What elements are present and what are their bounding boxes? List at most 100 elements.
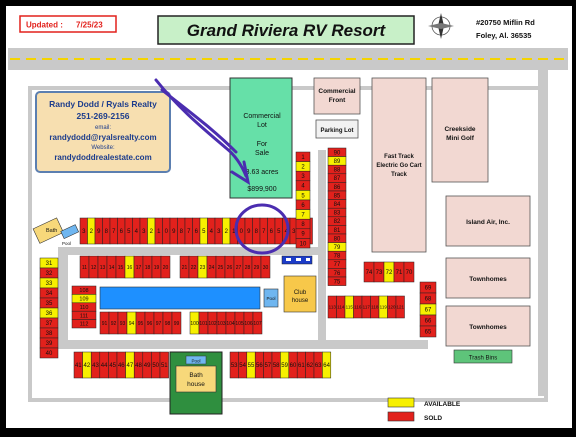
rv-lot-59[interactable]: 59	[280, 351, 290, 379]
rv-lot-4[interactable]: 4	[207, 217, 216, 245]
rv-lot-83[interactable]: 83	[327, 207, 347, 218]
lot-box[interactable]	[159, 351, 169, 379]
rv-lot-56[interactable]: 56	[254, 351, 264, 379]
rv-lot-2[interactable]: 2	[87, 217, 96, 245]
rv-lot-10[interactable]: 10	[295, 238, 311, 249]
rv-lot-1[interactable]: 1	[295, 151, 311, 162]
rv-lot-34[interactable]: 34	[39, 287, 59, 299]
rv-lot-5[interactable]: 5	[274, 217, 283, 245]
rv-lot-5[interactable]: 5	[199, 217, 208, 245]
rv-lot-97[interactable]: 97	[153, 311, 164, 335]
rv-lot-5[interactable]: 5	[295, 190, 311, 201]
rv-lot-70[interactable]: 70	[403, 261, 415, 283]
rv-lot-18[interactable]: 18	[142, 255, 153, 279]
lot-box[interactable]	[260, 255, 271, 279]
rv-lot-8[interactable]: 8	[177, 217, 186, 245]
rv-lot-2[interactable]: 2	[147, 217, 156, 245]
rv-lot-81[interactable]: 81	[327, 225, 347, 235]
rv-lot-35[interactable]: 35	[39, 297, 59, 309]
rv-lot-60[interactable]: 60	[288, 351, 298, 379]
rv-lot-117[interactable]: 117	[361, 295, 371, 319]
rv-lot-90[interactable]: 90	[327, 147, 347, 157]
rv-lot-49[interactable]: 49	[142, 351, 152, 379]
rv-lot-6[interactable]: 6	[295, 199, 311, 210]
rv-lot-112[interactable]: 112	[71, 319, 97, 329]
rv-lot-101[interactable]: 101	[198, 311, 209, 335]
rv-lot-24[interactable]: 24	[206, 255, 217, 279]
rv-lot-7[interactable]: 7	[109, 217, 118, 245]
rv-lot-109[interactable]: 109	[71, 294, 97, 304]
rv-lot-23[interactable]: 23	[197, 255, 208, 279]
rv-lot-3[interactable]: 3	[295, 170, 311, 182]
rv-lot-6[interactable]: 6	[267, 217, 276, 245]
rv-lot-89[interactable]: 89	[327, 156, 347, 166]
rv-lot-53[interactable]: 53	[229, 351, 239, 379]
rv-lot-54[interactable]: 54	[238, 351, 248, 379]
rv-lot-95[interactable]: 95	[135, 311, 146, 335]
lot-box[interactable]	[171, 311, 182, 335]
rv-lot-50[interactable]: 50	[151, 351, 161, 379]
rv-lot-14[interactable]: 14	[106, 255, 117, 279]
rv-lot-22[interactable]: 22	[188, 255, 199, 279]
rv-lot-1[interactable]: 1	[154, 217, 163, 245]
rv-lot-47[interactable]: 47	[125, 351, 135, 379]
rv-lot-8[interactable]: 8	[295, 218, 311, 230]
rv-lot-7[interactable]: 7	[184, 217, 193, 245]
rv-lot-116[interactable]: 116	[353, 295, 363, 319]
rv-lot-86[interactable]: 86	[327, 182, 347, 192]
rv-lot-46[interactable]: 46	[116, 351, 126, 379]
rv-lot-55[interactable]: 55	[246, 351, 256, 379]
rv-lot-62[interactable]: 62	[305, 351, 315, 379]
rv-lot-51[interactable]: 51	[159, 351, 169, 379]
rv-lot-4[interactable]: 4	[295, 180, 311, 191]
rv-lot-114[interactable]: 114	[336, 295, 346, 319]
rv-lot-26[interactable]: 26	[224, 255, 235, 279]
rv-lot-16[interactable]: 16	[124, 255, 135, 279]
rv-lot-21[interactable]: 21	[179, 255, 190, 279]
rv-lot-48[interactable]: 48	[133, 351, 144, 379]
rv-lot-99[interactable]: 99	[171, 311, 182, 335]
rv-lot-44[interactable]: 44	[99, 351, 109, 379]
rv-lot-25[interactable]: 25	[215, 255, 226, 279]
rv-lot-6[interactable]: 6	[192, 217, 201, 245]
rv-lot-33[interactable]: 33	[39, 277, 59, 289]
rv-lot-0[interactable]: 0	[162, 217, 171, 245]
rv-lot-72[interactable]: 72	[383, 261, 395, 283]
rv-lot-9[interactable]: 9	[295, 228, 311, 239]
rv-lot-68[interactable]: 68	[419, 292, 437, 305]
rv-lot-66[interactable]: 66	[419, 314, 437, 327]
rv-lot-98[interactable]: 98	[162, 311, 173, 335]
rv-lot-3[interactable]: 3	[139, 217, 148, 245]
rv-lot-85[interactable]: 85	[327, 190, 347, 200]
rv-lot-19[interactable]: 19	[151, 255, 162, 279]
rv-lot-39[interactable]: 39	[39, 337, 59, 349]
rv-lot-4[interactable]: 4	[132, 217, 141, 245]
rv-lot-82[interactable]: 82	[327, 216, 347, 226]
rv-lot-120[interactable]: 120	[387, 295, 397, 319]
rv-lot-11[interactable]: 11	[79, 255, 90, 279]
rv-lot-74[interactable]: 74	[363, 261, 375, 283]
lot-box[interactable]	[252, 311, 263, 335]
rv-lot-30[interactable]: 30	[260, 255, 271, 279]
rv-lot-87[interactable]: 87	[327, 173, 347, 183]
rv-lot-65[interactable]: 65	[419, 325, 437, 338]
rv-lot-43[interactable]: 43	[90, 351, 101, 379]
rv-lot-9[interactable]: 9	[169, 217, 178, 245]
rv-lot-20[interactable]: 20	[160, 255, 171, 279]
rv-lot-102[interactable]: 102	[207, 311, 218, 335]
rv-lot-40[interactable]: 40	[39, 347, 59, 359]
rv-lot-103[interactable]: 103	[216, 311, 227, 335]
rv-lot-9[interactable]: 9	[94, 217, 103, 245]
rv-lot-37[interactable]: 37	[39, 317, 59, 329]
rv-lot-96[interactable]: 96	[144, 311, 155, 335]
rv-lot-77[interactable]: 77	[327, 259, 347, 269]
rv-lot-41[interactable]: 41	[73, 351, 83, 379]
rv-lot-106[interactable]: 106	[243, 311, 254, 335]
rv-lot-69[interactable]: 69	[419, 281, 437, 294]
rv-lot-42[interactable]: 42	[82, 351, 92, 379]
rv-lot-31[interactable]: 31	[39, 257, 59, 269]
rv-lot-58[interactable]: 58	[271, 351, 281, 379]
rv-lot-7[interactable]: 7	[259, 217, 268, 245]
contact-website[interactable]: randydoddrealestate.com	[54, 153, 151, 162]
rv-lot-113[interactable]: 113	[327, 295, 337, 319]
